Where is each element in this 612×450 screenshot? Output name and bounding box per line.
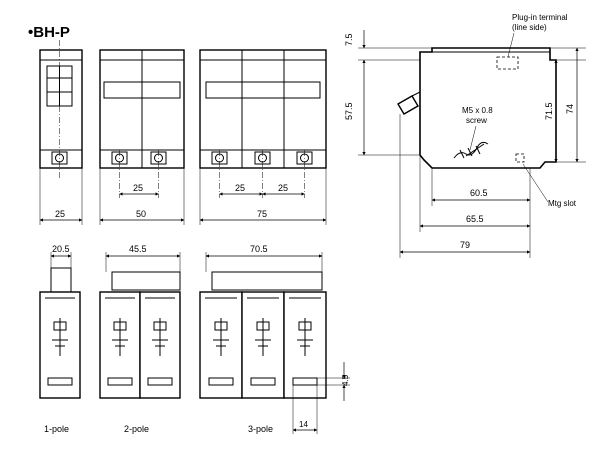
- rear-width-3-pole: 70.5: [250, 244, 268, 254]
- plug-in-terminal-sublabel: (line side): [512, 23, 547, 32]
- rear-width-1-pole: 20.5: [52, 244, 70, 254]
- front-width-2-pole: 50: [136, 209, 146, 219]
- front-width-1-pole: 25: [55, 209, 65, 219]
- slot-dimensions: 4.5 14: [292, 362, 350, 434]
- front-pitch-3-pole-a: 25: [235, 183, 245, 193]
- front-width-3-pole: 75: [257, 209, 267, 219]
- side-right-height-outer: 74: [565, 104, 575, 114]
- rear-width-dimensions: 20.5 45.5 70.5: [50, 244, 323, 272]
- plug-in-terminal-label: Plug-in terminal: [512, 13, 568, 22]
- side-right-height-inner: 71.5: [544, 102, 554, 120]
- screw-sublabel: screw: [466, 116, 487, 125]
- mtg-slot-label: Mtg slot: [548, 199, 577, 208]
- rear-width-2-pole: 45.5: [129, 244, 147, 254]
- front-width-dimensions: 25 50 75: [39, 168, 327, 225]
- front-pitch-dimensions: 25 25 25: [119, 183, 305, 196]
- rear-view-1-pole: [39, 267, 81, 399]
- side-view: [397, 47, 557, 169]
- front-view-1-pole: [39, 40, 83, 178]
- front-view-3-pole: [199, 49, 327, 198]
- screw-label: M5 x 0.8: [462, 106, 493, 115]
- front-view-2-pole: [99, 49, 185, 198]
- front-pitch-3-pole-b: 25: [278, 183, 288, 193]
- side-depth-1: 60.5: [470, 188, 488, 198]
- drawing-title: •BH-P: [28, 24, 70, 41]
- rear-view-3-pole: [199, 271, 327, 399]
- slot-width: 14: [299, 420, 308, 429]
- side-view-dimensions: 7.5 57.5 71.5 74 60.5 65.5 79: [344, 30, 586, 258]
- front-pitch-2-pole: 25: [133, 183, 143, 193]
- side-depth-3: 79: [460, 240, 470, 250]
- label-1-pole: 1-pole: [44, 424, 69, 434]
- side-depth-2: 65.5: [466, 214, 484, 224]
- side-left-height: 57.5: [344, 102, 354, 120]
- label-3-pole: 3-pole: [248, 424, 273, 434]
- slot-height: 4.5: [341, 374, 350, 386]
- rear-view-2-pole: [99, 271, 181, 399]
- label-2-pole: 2-pole: [124, 424, 149, 434]
- side-top-offset: 7.5: [344, 33, 354, 46]
- side-view-annotations: Plug-in terminal (line side) M5 x 0.8 sc…: [462, 13, 577, 208]
